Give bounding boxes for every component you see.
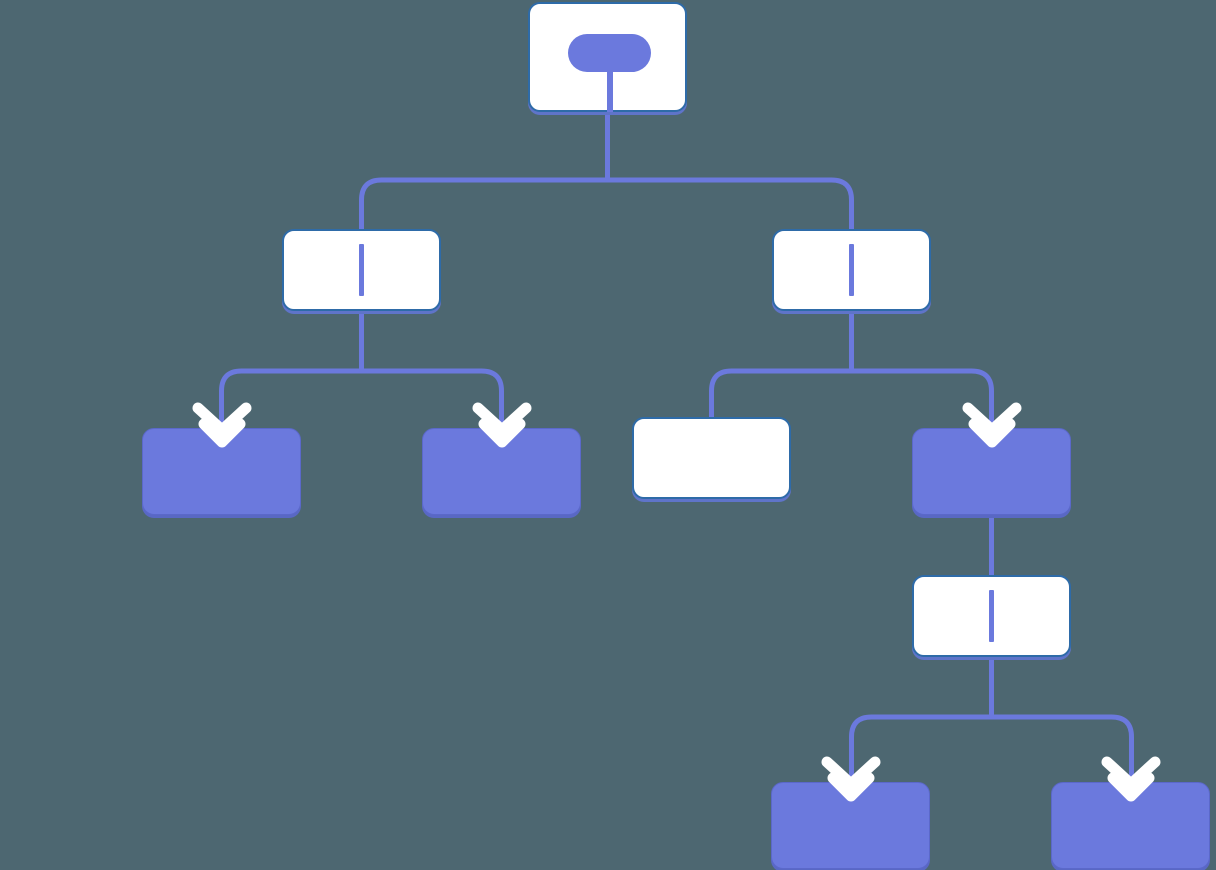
pin-head-icon (568, 34, 651, 72)
flow-node-leaf-5[interactable] (1051, 782, 1210, 869)
pin-stem-icon (606, 70, 613, 112)
flow-node-branch-left[interactable] (282, 229, 441, 311)
flow-node-leaf-3[interactable] (632, 417, 791, 499)
divider-icon (359, 244, 364, 296)
flow-node-leaf-4[interactable] (771, 782, 930, 869)
flow-node-root[interactable] (528, 2, 687, 112)
flow-node-node-right-mid[interactable] (912, 428, 1071, 515)
flow-node-branch-right[interactable] (772, 229, 931, 311)
flow-node-leaf-2[interactable] (422, 428, 581, 515)
divider-icon (849, 244, 854, 296)
flow-node-branch-right-lower[interactable] (912, 575, 1071, 657)
divider-icon (989, 590, 994, 642)
flow-node-leaf-1[interactable] (142, 428, 301, 515)
